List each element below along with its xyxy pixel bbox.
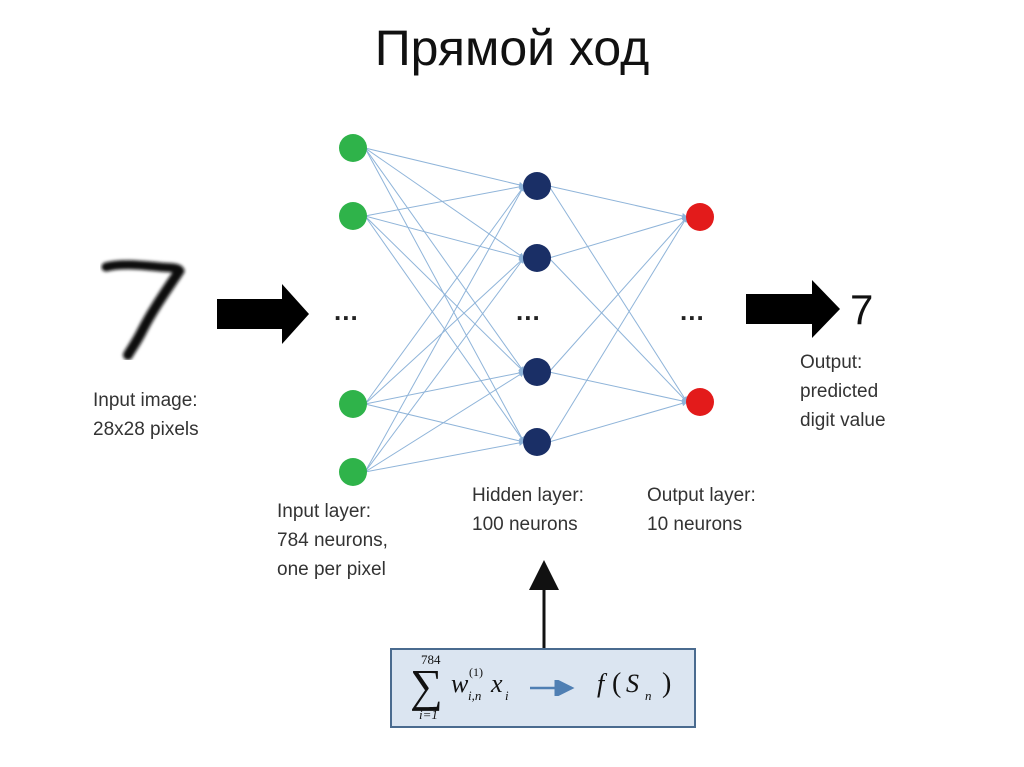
- sum-icon: ∑: [410, 660, 443, 711]
- connection-input-hidden: [364, 147, 525, 373]
- connection-input-hidden: [364, 183, 525, 217]
- output-layer-ellipsis: ...: [680, 296, 705, 326]
- activation-f: f: [597, 669, 605, 698]
- hidden-neuron: [523, 358, 551, 386]
- neurons: [339, 134, 714, 486]
- hidden-neuron: [523, 428, 551, 456]
- hidden-layer-ellipsis: ...: [516, 296, 541, 326]
- caption-line: Input layer:: [277, 501, 371, 522]
- input-digit-image: [101, 260, 185, 360]
- x-symbol: x: [491, 669, 503, 698]
- caption-line: Output:: [800, 352, 863, 373]
- caption-line: 28x28 pixels: [93, 419, 199, 440]
- connection-input-hidden: [364, 257, 525, 405]
- output-arrow-icon: [746, 280, 840, 338]
- sum-lower-limit: i=1: [419, 707, 438, 722]
- input-neuron: [339, 390, 367, 418]
- caption-line: 784 neurons,: [277, 530, 388, 551]
- s-subscript: n: [645, 688, 652, 703]
- hidden-layer-caption: Hidden layer: 100 neurons: [472, 481, 584, 539]
- left-paren: (: [612, 668, 622, 699]
- output-neuron: [686, 203, 714, 231]
- connection-input-hidden: [364, 439, 525, 473]
- connection-input-hidden: [364, 147, 525, 259]
- output-neuron: [686, 388, 714, 416]
- caption-line: Output layer:: [647, 485, 756, 506]
- sum-s-symbol: S: [626, 669, 639, 698]
- caption-line: 10 neurons: [647, 514, 743, 535]
- input-layer-caption: Input layer: 784 neurons, one per pixel: [277, 497, 388, 584]
- connection-input-hidden: [364, 371, 525, 473]
- sum-upper-limit: 784: [421, 652, 441, 667]
- input-neuron: [339, 134, 367, 162]
- formula-arrow-icon: [530, 680, 575, 696]
- slide-title: Прямой ход: [374, 20, 650, 76]
- connection-hidden-output: [548, 185, 688, 219]
- connection-hidden-output: [548, 216, 688, 373]
- caption-line: Input image:: [93, 390, 198, 411]
- output-layer-caption: Output layer: 10 neurons: [647, 481, 756, 539]
- connection-input-hidden: [364, 403, 525, 444]
- input-neuron: [339, 458, 367, 486]
- connection-input-hidden: [364, 370, 525, 405]
- connection-input-hidden: [364, 215, 525, 373]
- formula-box: 784 ∑ i=1 w (1) i,n x i f ( S n ): [390, 648, 696, 728]
- caption-line: 100 neurons: [472, 514, 578, 535]
- caption-line: digit value: [800, 410, 886, 431]
- connection-hidden-output: [548, 371, 688, 404]
- output-digit: 7: [850, 286, 874, 333]
- caption-line: Hidden layer:: [472, 485, 584, 506]
- connection-input-hidden: [364, 147, 525, 188]
- caption-line: one per pixel: [277, 559, 386, 580]
- right-paren: ): [662, 668, 672, 699]
- connection-input-hidden: [364, 185, 525, 473]
- x-subscript: i: [505, 688, 509, 703]
- hidden-neuron: [523, 244, 551, 272]
- connection-input-hidden: [364, 185, 525, 405]
- output-caption: Output: predicted digit value: [800, 348, 886, 435]
- connection-input-hidden: [364, 215, 525, 260]
- hidden-neuron: [523, 172, 551, 200]
- connection-input-hidden: [364, 257, 525, 473]
- weight-superscript: (1): [469, 665, 483, 679]
- connection-hidden-output: [548, 215, 688, 259]
- connection-hidden-output: [548, 216, 688, 443]
- weight-subscript: i,n: [468, 688, 482, 703]
- input-neuron: [339, 202, 367, 230]
- input-image-caption: Input image: 28x28 pixels: [93, 386, 199, 444]
- input-layer-ellipsis: ...: [334, 296, 359, 326]
- caption-line: predicted: [800, 381, 879, 402]
- connections: [364, 147, 688, 473]
- connection-hidden-output: [548, 400, 688, 443]
- input-arrow-icon: [217, 284, 309, 344]
- weight-symbol: w: [451, 669, 469, 698]
